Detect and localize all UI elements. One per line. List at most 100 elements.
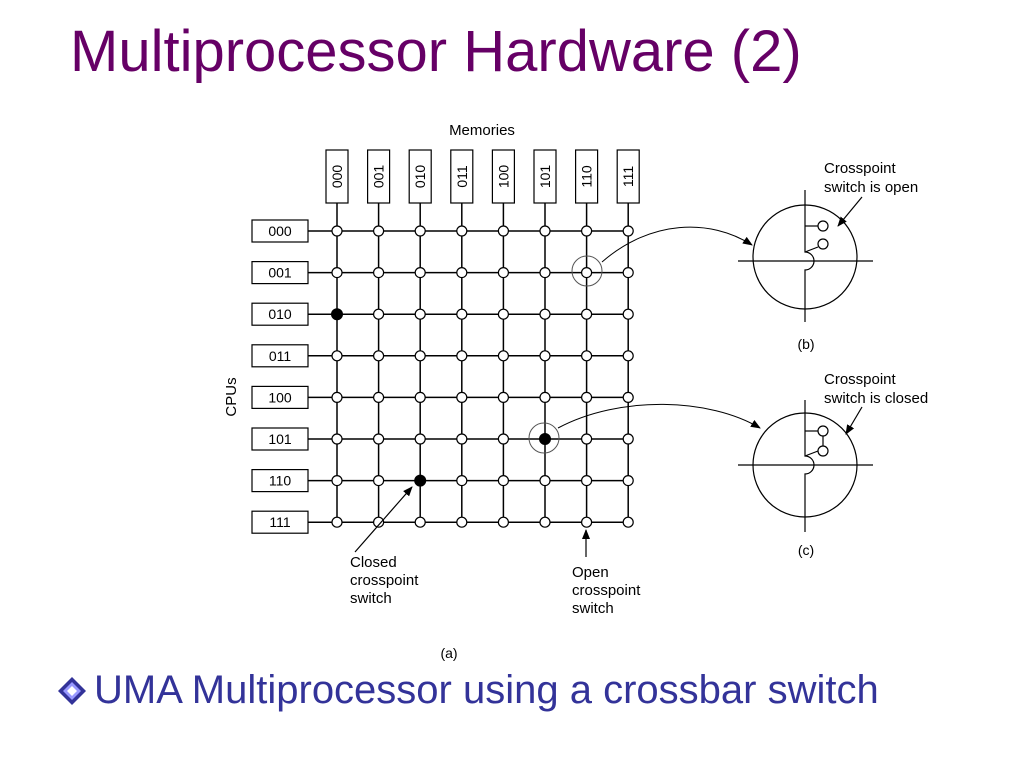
memory-label: 100: [495, 165, 511, 189]
detail-closed-label-line-1: Crosspoint: [824, 371, 897, 388]
open-crosspoint: [580, 267, 593, 279]
caption-a: (a): [440, 645, 457, 661]
open-crosspoint: [456, 308, 468, 320]
open-crosspoint: [497, 475, 509, 487]
open-crosspoint: [331, 433, 343, 445]
open-crosspoint: [331, 475, 343, 487]
open-crosspoint: [580, 433, 593, 445]
open-crosspoint: [497, 308, 509, 320]
open-label-line-2: crosspoint: [572, 582, 641, 599]
open-crosspoint: [622, 475, 634, 487]
open-crosspoint: [539, 308, 551, 320]
memory-label: 000: [329, 165, 345, 189]
open-crosspoint: [497, 350, 509, 362]
slide-title: Multiprocessor Hardware (2): [70, 19, 802, 84]
open-crosspoint: [373, 391, 385, 403]
closed-crosspoint: [414, 474, 427, 487]
open-crosspoint: [497, 391, 509, 403]
open-crosspoint: [622, 267, 634, 279]
open-crosspoint: [414, 225, 426, 237]
open-crosspoint: [331, 225, 343, 237]
detail-closed-label-line-2: switch is closed: [824, 390, 928, 407]
open-crosspoint: [497, 433, 509, 445]
open-crosspoint: [456, 516, 468, 528]
open-crosspoint: [622, 516, 634, 528]
cpus-label: CPUs: [223, 377, 240, 416]
cpu-label: 000: [268, 223, 292, 239]
open-crosspoint: [373, 225, 385, 237]
open-crosspoint: [373, 433, 385, 445]
open-label-line-3: switch: [572, 600, 614, 617]
memory-label: 011: [454, 165, 470, 188]
open-crosspoint: [373, 308, 385, 320]
open-crosspoint: [373, 516, 385, 528]
cpu-label: 101: [268, 431, 292, 447]
open-crosspoint: [414, 308, 426, 320]
detail-open-label-line-1: Crosspoint: [824, 160, 897, 177]
closed-label-line-3: switch: [350, 590, 392, 607]
memory-label: 010: [412, 165, 428, 189]
open-crosspoint: [539, 391, 551, 403]
memory-label: 001: [371, 165, 387, 189]
open-crosspoint: [456, 350, 468, 362]
open-label-line-1: Open: [572, 564, 609, 581]
arrow-to-detail-b: [601, 226, 753, 263]
open-crosspoint: [414, 267, 426, 279]
cpu-label: 100: [268, 389, 292, 405]
open-crosspoint: [331, 267, 343, 279]
open-crosspoint: [622, 350, 634, 362]
open-switch-highlight: [571, 255, 603, 287]
memory-label: 110: [579, 165, 595, 188]
open-crosspoint: [539, 350, 551, 362]
open-crosspoint: [622, 225, 634, 237]
bullet-text: UMA Multiprocessor using a crossbar swit…: [94, 668, 879, 712]
open-crosspoint: [414, 433, 426, 445]
detail-open-label-line-2: switch is open: [824, 179, 918, 196]
open-crosspoint: [539, 225, 551, 237]
open-crosspoint: [414, 516, 426, 528]
detail-open-switch: Crosspoint switch is open (b): [738, 160, 918, 352]
diamond-bullet-icon: [58, 676, 86, 705]
open-crosspoint: [539, 267, 551, 279]
open-crosspoint: [331, 516, 343, 528]
cpu-label: 010: [268, 306, 292, 322]
bullet-item: UMA Multiprocessor using a crossbar swit…: [52, 668, 879, 713]
open-crosspoint: [497, 516, 509, 528]
closed-crosspoint: [331, 308, 343, 321]
open-crosspoint: [580, 350, 593, 362]
caption-c: (c): [798, 542, 814, 558]
crossbar-grid: 000 001 010 011 100 101 110 111 000 001 010 011 100 1…: [251, 149, 640, 534]
open-crosspoint: [414, 350, 426, 362]
open-crosspoint: [580, 308, 593, 320]
cpu-label: 011: [269, 348, 292, 364]
closed-crosspoint-callout: Closed crosspoint switch: [350, 486, 419, 607]
cpu-label: 110: [269, 473, 292, 489]
open-crosspoint: [622, 308, 634, 320]
open-crosspoint: [373, 475, 385, 487]
closed-switch-highlight: [528, 422, 560, 454]
open-crosspoint: [456, 433, 468, 445]
open-crosspoint: [580, 516, 593, 528]
open-crosspoint: [497, 225, 509, 237]
open-crosspoint: [580, 475, 593, 487]
open-crosspoint: [539, 475, 551, 487]
open-crosspoint: [456, 267, 468, 279]
open-crosspoint: [539, 516, 551, 528]
closed-crosspoint: [539, 433, 551, 445]
arrow-to-detail-c: [557, 403, 761, 429]
cpu-label: 001: [268, 265, 292, 281]
memory-label: 111: [620, 166, 636, 187]
open-crosspoint: [456, 475, 468, 487]
open-crosspoint: [331, 391, 343, 403]
closed-label-line-1: Closed: [350, 554, 397, 571]
open-crosspoint: [456, 225, 468, 237]
memories-label: Memories: [449, 122, 515, 139]
cpu-label: 111: [269, 514, 290, 530]
detail-closed-switch: Crosspoint switch is closed (c): [738, 371, 928, 558]
open-crosspoint-callout: Open crosspoint switch: [572, 529, 641, 617]
open-crosspoint: [331, 350, 343, 362]
open-crosspoint: [414, 391, 426, 403]
memory-label: 101: [537, 165, 553, 189]
open-crosspoint: [580, 225, 593, 237]
